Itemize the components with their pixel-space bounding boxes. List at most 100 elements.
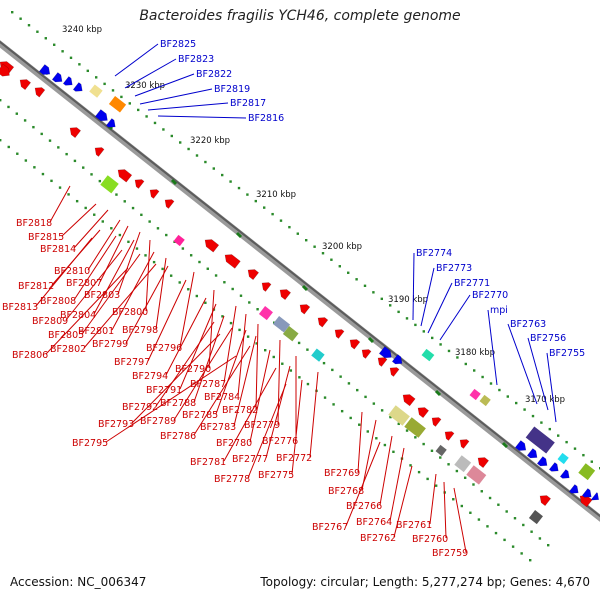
gene-label-reverse[interactable]: BF2802 xyxy=(50,344,86,355)
gene-label-reverse[interactable]: BF2789 xyxy=(140,416,176,427)
gene-label-reverse[interactable]: BF2772 xyxy=(276,453,312,464)
gene-box-gray[interactable] xyxy=(454,455,472,473)
gene-label-reverse[interactable]: BF2800 xyxy=(112,307,148,318)
blue-gene-arrow[interactable] xyxy=(51,72,65,85)
gene-box-olive[interactable] xyxy=(404,417,426,438)
gene-label-reverse[interactable]: BF2808 xyxy=(40,296,76,307)
gene-label-reverse[interactable]: BF2782 xyxy=(222,405,258,416)
gene-label-reverse[interactable]: BF2786 xyxy=(160,431,196,442)
red-gene-arrow[interactable] xyxy=(222,251,241,269)
red-gene-arrow[interactable] xyxy=(457,436,470,449)
gene-box-rose[interactable] xyxy=(466,465,487,485)
gene-label-reverse[interactable]: BF2805 xyxy=(48,330,84,341)
gene-label-reverse[interactable]: BF2809 xyxy=(32,316,68,327)
red-gene-arrow[interactable] xyxy=(277,286,292,301)
gene-label-reverse[interactable]: BF2810 xyxy=(54,266,90,277)
red-gene-arrow[interactable] xyxy=(245,266,260,281)
blue-gene-arrow[interactable] xyxy=(62,76,75,88)
gene-box-olive[interactable] xyxy=(479,394,491,407)
red-gene-arrow[interactable] xyxy=(0,63,13,79)
gene-label-reverse[interactable]: BF2760 xyxy=(412,534,448,545)
gene-box-orange[interactable] xyxy=(108,96,127,113)
gene-label-reverse[interactable]: BF2767 xyxy=(312,522,348,533)
gene-label-reverse[interactable]: BF2790 xyxy=(175,364,211,375)
gene-box-indigo[interactable] xyxy=(525,426,555,454)
gene-label-forward[interactable]: BF2771 xyxy=(454,278,490,289)
gene-label-reverse[interactable]: BF2787 xyxy=(190,379,226,390)
gene-label-reverse[interactable]: BF2813 xyxy=(2,302,38,313)
red-gene-arrow[interactable] xyxy=(347,336,361,350)
gene-label-reverse[interactable]: BF2764 xyxy=(356,517,392,528)
gene-label-reverse[interactable]: BF2781 xyxy=(190,457,226,468)
gene-box-yellow[interactable] xyxy=(89,84,103,98)
gene-box-pink[interactable] xyxy=(258,306,273,321)
gene-label-reverse[interactable]: BF2798 xyxy=(122,325,158,336)
gene-label-reverse[interactable]: BF2794 xyxy=(132,371,168,382)
gene-label-reverse[interactable]: BF2779 xyxy=(244,420,280,431)
gene-label-reverse[interactable]: BF2783 xyxy=(200,422,236,433)
red-gene-arrow[interactable] xyxy=(32,84,46,98)
gene-label-reverse[interactable]: BF2801 xyxy=(78,326,114,337)
gene-box-khaki[interactable] xyxy=(388,405,410,426)
gene-label-forward[interactable]: BF2755 xyxy=(549,348,585,359)
gene-label-forward[interactable]: BF2822 xyxy=(196,69,232,80)
gene-label-forward[interactable]: BF2817 xyxy=(230,98,266,109)
gene-label-forward[interactable]: BF2773 xyxy=(436,263,472,274)
gene-box-olive[interactable] xyxy=(282,326,299,342)
gene-label-reverse[interactable]: BF2791 xyxy=(146,385,182,396)
blue-gene-arrow[interactable] xyxy=(72,82,85,94)
gene-label-reverse[interactable]: BF2761 xyxy=(396,520,432,531)
gene-label-reverse[interactable]: BF2788 xyxy=(160,398,196,409)
gene-label-reverse[interactable]: BF2769 xyxy=(324,468,360,479)
red-gene-arrow[interactable] xyxy=(297,301,311,315)
blue-gene-arrow[interactable] xyxy=(568,484,581,496)
blue-gene-arrow[interactable] xyxy=(94,109,110,123)
blue-gene-arrow[interactable] xyxy=(548,462,561,474)
red-gene-arrow[interactable] xyxy=(147,186,160,199)
gene-label-reverse[interactable]: BF2797 xyxy=(114,357,150,368)
blue-gene-arrow[interactable] xyxy=(590,492,600,503)
blue-gene-arrow[interactable] xyxy=(526,448,540,461)
gene-box-slate[interactable] xyxy=(272,316,291,333)
gene-label-reverse[interactable]: BF2812 xyxy=(18,281,54,292)
gene-box-dark[interactable] xyxy=(435,444,447,457)
red-gene-arrow[interactable] xyxy=(400,391,416,407)
red-gene-arrow[interactable] xyxy=(92,144,105,157)
gene-box-cyan[interactable] xyxy=(557,452,569,465)
red-gene-arrow[interactable] xyxy=(359,346,372,359)
red-gene-arrow[interactable] xyxy=(442,428,455,441)
gene-label-reverse[interactable]: BF2818 xyxy=(16,218,52,229)
gene-label-forward[interactable]: BF2816 xyxy=(248,113,284,124)
gene-label-reverse[interactable]: BF2759 xyxy=(432,548,468,559)
red-gene-arrow[interactable] xyxy=(162,196,175,209)
gene-label-reverse[interactable]: BF2768 xyxy=(328,486,364,497)
gene-label-reverse[interactable]: BF2799 xyxy=(92,339,128,350)
gene-label-reverse[interactable]: BF2780 xyxy=(216,438,252,449)
gene-box-green[interactable] xyxy=(578,463,596,481)
gene-label-reverse[interactable]: BF2776 xyxy=(262,436,298,447)
blue-gene-arrow[interactable] xyxy=(391,354,405,367)
blue-gene-arrow[interactable] xyxy=(514,440,528,453)
gene-label-reverse[interactable]: BF2795 xyxy=(72,438,108,449)
blue-gene-arrow[interactable] xyxy=(38,64,52,77)
blue-gene-arrow[interactable] xyxy=(581,488,594,500)
gene-label-reverse[interactable]: BF2784 xyxy=(204,392,240,403)
gene-label-forward[interactable]: BF2825 xyxy=(160,39,196,50)
red-gene-arrow[interactable] xyxy=(67,124,82,139)
gene-box-pink[interactable] xyxy=(469,388,481,401)
red-gene-arrow[interactable] xyxy=(332,326,345,339)
gene-label-forward[interactable]: BF2756 xyxy=(530,333,566,344)
gene-label-reverse[interactable]: BF2815 xyxy=(28,232,64,243)
red-gene-arrow[interactable] xyxy=(17,76,32,91)
red-gene-arrow[interactable] xyxy=(387,364,400,377)
red-gene-arrow[interactable] xyxy=(115,166,133,183)
red-gene-arrow[interactable] xyxy=(415,404,430,419)
gene-label-reverse[interactable]: BF2814 xyxy=(40,244,76,255)
blue-gene-arrow[interactable] xyxy=(559,469,572,481)
gene-label-reverse[interactable]: BF2806 xyxy=(12,350,48,361)
gene-label-forward[interactable]: BF2823 xyxy=(178,54,214,65)
red-gene-arrow[interactable] xyxy=(537,492,552,507)
blue-gene-arrow[interactable] xyxy=(536,456,550,469)
gene-label-reverse[interactable]: BF2793 xyxy=(98,419,134,430)
gene-label-reverse[interactable]: BF2775 xyxy=(258,470,294,481)
